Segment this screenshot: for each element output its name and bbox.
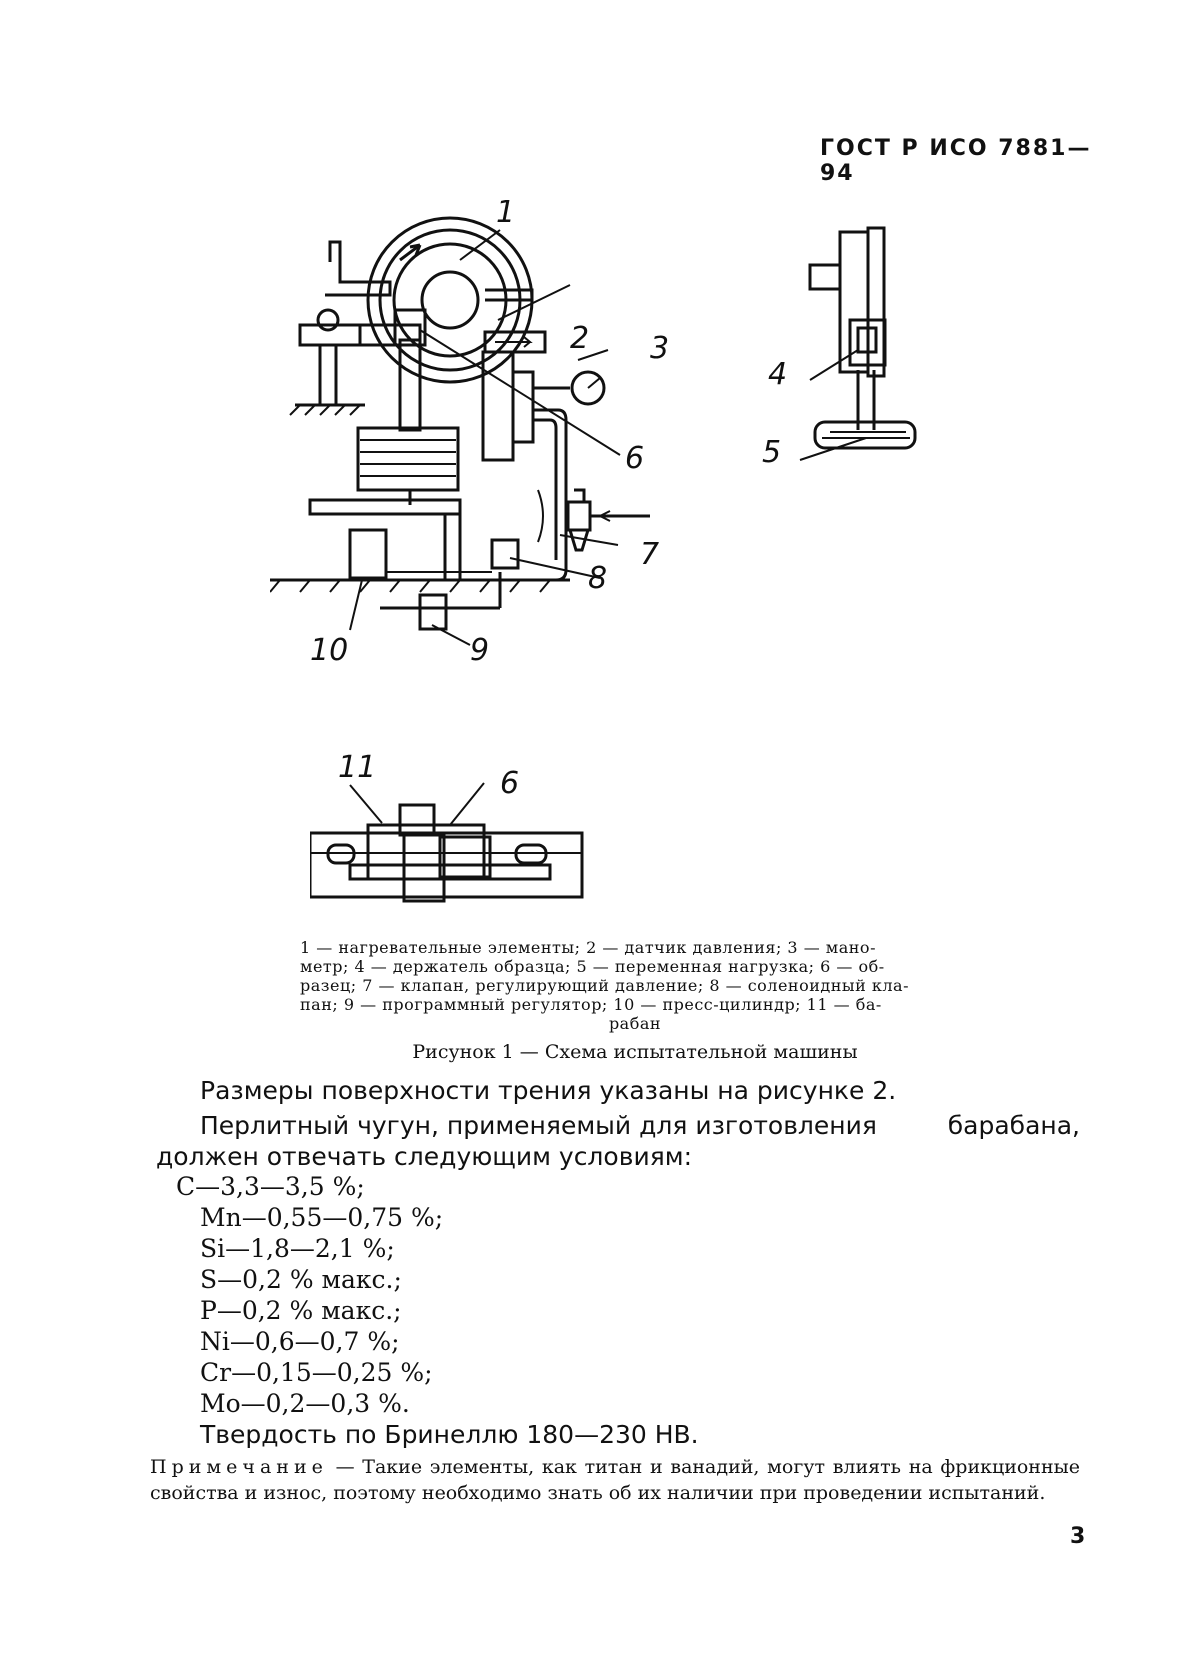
fig-label-10: 10: [310, 633, 348, 668]
fig-label-6b: 6: [500, 766, 519, 801]
legend-line: разец; 7 — клапан, регулирующий давление…: [300, 976, 909, 995]
legend-line: 1 — нагревательные элементы; 2 — датчик …: [300, 938, 876, 957]
page-number: 3: [1070, 1524, 1086, 1549]
composition-sulfur: S—0,2 % макс.;: [200, 1265, 402, 1294]
note: Примечание — Такие элементы, как титан и…: [150, 1454, 1080, 1506]
legend-line: рабан: [608, 1014, 662, 1033]
paragraph-text: барабана,: [947, 1111, 1080, 1140]
fig-label-1: 1: [496, 200, 515, 230]
test-machine-figure: 1 2 3 4 5 6 7 8 9 10: [270, 200, 917, 668]
fig-label-11: 11: [338, 750, 376, 785]
legend-line: метр; 4 — держатель образца; 5 — перемен…: [300, 957, 885, 976]
fig-label-7: 7: [640, 537, 659, 572]
composition-carbon: С—3,3—3,5 %;: [176, 1172, 365, 1201]
composition-molybdenum: Mo—0,2—0,3 %.: [200, 1389, 410, 1418]
fig-label-3: 3: [650, 331, 669, 366]
paragraph-text: Перлитный чугун, применяемый для изготов…: [200, 1111, 877, 1140]
note-text: — Такие элементы, как титан и ванадий, м…: [150, 1456, 1080, 1504]
hardness-text: Твердость по Бринеллю 180—230 НВ.: [200, 1420, 699, 1449]
document-header: ГОСТ Р ИСО 7881—94: [820, 136, 1092, 186]
paragraph-cast-iron: Перлитный чугун, применяемый для изготов…: [200, 1111, 1080, 1140]
composition-chromium: Cr—0,15—0,25 %;: [200, 1358, 433, 1387]
paragraph-friction-surface: Размеры поверхности трения указаны на ри…: [200, 1076, 897, 1105]
note-label: Примечание: [150, 1456, 328, 1478]
fig-label-2: 2: [570, 321, 589, 356]
specimen-detail-figure: 11 6: [310, 750, 584, 903]
composition-phosphorus: P—0,2 % макс.;: [200, 1296, 402, 1325]
fig-label-6: 6: [625, 441, 644, 476]
figure-legend: 1 — нагревательные элементы; 2 — датчик …: [300, 938, 970, 1033]
composition-silicon: Si—1,8—2,1 %;: [200, 1234, 395, 1263]
paragraph-conditions: должен отвечать следующим условиям:: [156, 1142, 693, 1171]
fig-label-8: 8: [588, 561, 607, 596]
composition-manganese: Mn—0,55—0,75 %;: [200, 1203, 444, 1232]
figure-caption: Рисунок 1 — Схема испытательной машины: [412, 1041, 858, 1063]
fig-label-9: 9: [470, 633, 489, 668]
fig-label-4: 4: [768, 357, 787, 392]
composition-nickel: Ni—0,6—0,7 %;: [200, 1327, 400, 1356]
legend-line: пан; 9 — программный регулятор; 10 — пре…: [300, 995, 882, 1014]
fig-label-5: 5: [762, 435, 781, 470]
